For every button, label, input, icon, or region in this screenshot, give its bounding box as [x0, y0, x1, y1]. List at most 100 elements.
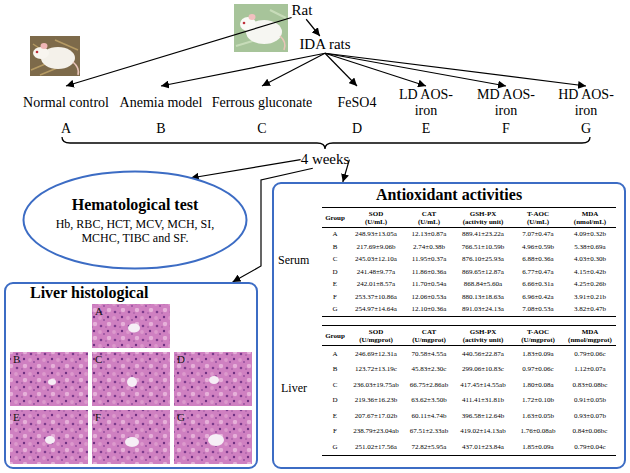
table-header: CAT (U/mL)	[418, 210, 440, 226]
rat-ear	[41, 43, 48, 49]
panel-letter: D	[177, 353, 185, 365]
subject-label: IDA rats	[299, 36, 350, 53]
group-brace	[62, 137, 590, 149]
arrow-connector	[325, 53, 506, 86]
micrograph-grid	[10, 304, 252, 464]
table-cell: 417.45±14.55ab	[460, 381, 505, 389]
group-name: HD AOS-iron	[555, 86, 617, 120]
central-vein	[128, 324, 140, 333]
table-cell: 219.36±16.23b	[355, 396, 397, 404]
rat-eye	[36, 51, 39, 54]
subject-label: Rat	[292, 2, 313, 19]
table-cell: 891.03±24.13a	[462, 305, 504, 313]
table-cell: A	[332, 350, 337, 358]
photo-ground	[234, 4, 288, 52]
table-cell: B	[333, 243, 338, 251]
bedding	[31, 40, 78, 75]
central-vein	[208, 434, 224, 446]
table-cell: 0.79±0.06c	[574, 350, 605, 358]
table-cell: 869.65±12.87a	[462, 268, 504, 276]
test-ellipse: Hematological testHb, RBC, HCT, MCV, MCH…	[22, 170, 248, 270]
group-label: MD AOS-ironF	[475, 86, 537, 137]
group-letter: A	[61, 120, 71, 137]
table-cell: 253.37±10.86a	[355, 293, 397, 301]
table-cell: 3.91±0.21b	[574, 293, 606, 301]
panel-title: Antioxidant activities	[274, 186, 624, 204]
panel-title: Liver histological	[6, 284, 256, 302]
micrograph	[174, 410, 252, 464]
photo-ground	[30, 36, 80, 76]
table-cell: 766.51±10.59b	[462, 243, 504, 251]
table-cell: 236.03±19.75ab	[353, 381, 398, 389]
table-header: T-AOC (U/mgprot)	[521, 328, 555, 344]
table-cell: 45.83±2.30c	[412, 365, 447, 373]
table-cell: 245.03±12.10a	[355, 255, 397, 263]
table-cell: 251.02±17.56a	[355, 443, 397, 451]
table-cell: 6.96±0.42a	[522, 293, 553, 301]
table-cell: 0.83±0.08bc	[573, 381, 608, 389]
table-cell: E	[333, 280, 337, 288]
panel-box: Liver histological	[4, 282, 258, 469]
start-label: Rat	[292, 2, 313, 19]
arrow-connector	[325, 53, 586, 86]
table-cell: 6.66±0.31a	[522, 280, 553, 288]
table-header: T-AOC (U/mL)	[527, 210, 549, 226]
arrow-connector	[325, 53, 426, 86]
central-vein	[45, 436, 55, 444]
table-cell: C	[333, 255, 338, 263]
table-cell: 11.95±0.37a	[412, 255, 447, 263]
table-cell: 242.01±8.57a	[357, 280, 395, 288]
rat-tail	[73, 62, 78, 75]
table-cell: 868.84±5.60a	[464, 280, 502, 288]
table-side-label: Serum	[278, 253, 309, 267]
table-header: SOD (U/mL)	[365, 210, 387, 226]
group-name: Ferrous gluconate	[212, 86, 313, 120]
table-cell: 63.62±3.50b	[411, 396, 446, 404]
group-label: FeSO4D	[338, 86, 377, 137]
table-cell: 4.15±0.42b	[574, 268, 606, 276]
duration-text: 4 weeks	[301, 151, 350, 168]
table-header: Group	[325, 214, 345, 222]
group-label: HD AOS-ironG	[555, 86, 617, 137]
data-table: GroupSOD (U/mgprot)CAT (U/mgprot)GSH-PX …	[322, 325, 616, 456]
group-name: Normal control	[23, 86, 109, 120]
table-cell: 299.06±10.83c	[462, 365, 504, 373]
table-cell: 440.56±22.87a	[462, 350, 504, 358]
arrow-connector	[161, 53, 325, 86]
group-label: Normal controlA	[23, 86, 109, 137]
table-header: MDA (nmol/mL)	[574, 210, 606, 226]
central-vein	[48, 379, 56, 385]
table-header: MDA (nmol/mgprot)	[568, 328, 612, 344]
table-cell: E	[333, 412, 337, 420]
table-header: SOD (U/mgprot)	[359, 328, 393, 344]
test-list: Hb, RBC, HCT, MCV, MCH, SI, MCHC, TIBC a…	[45, 217, 225, 245]
table-cell: 0.84±0.06bc	[573, 427, 608, 435]
rat-photo	[30, 36, 80, 76]
panel-letter: A	[95, 305, 103, 317]
panel-letter: C	[95, 353, 102, 365]
rat-photo	[234, 4, 288, 52]
table-cell: 1.85±0.09a	[522, 443, 553, 451]
table-cell: 207.67±17.02b	[355, 412, 397, 420]
table-cell: 246.69±12.31a	[355, 350, 397, 358]
central-vein	[209, 376, 219, 384]
micrograph	[92, 352, 170, 406]
table-header: CAT (U/mgprot)	[412, 328, 446, 344]
micrograph	[92, 304, 170, 348]
table-cell: 0.93±0.07b	[574, 412, 606, 420]
rat-eye	[243, 22, 246, 25]
table-cell: 6.77±0.47a	[522, 268, 553, 276]
arrow-connector	[66, 18, 292, 86]
group-name: LD AOS-iron	[395, 86, 457, 120]
table-cell: 419.02±14.13ab	[460, 427, 505, 435]
table-cell: G	[332, 443, 337, 451]
table-header: GSH-PX (activity unit)	[458, 210, 508, 226]
table-cell: F	[333, 427, 337, 435]
group-letter: D	[352, 120, 362, 137]
group-letter: F	[502, 120, 510, 137]
table-cell: C	[333, 381, 338, 389]
table-cell: B	[333, 365, 338, 373]
table-cell: 4.09±0.32b	[574, 230, 606, 238]
central-vein	[127, 377, 137, 387]
table-cell: 123.72±13.19c	[355, 365, 397, 373]
